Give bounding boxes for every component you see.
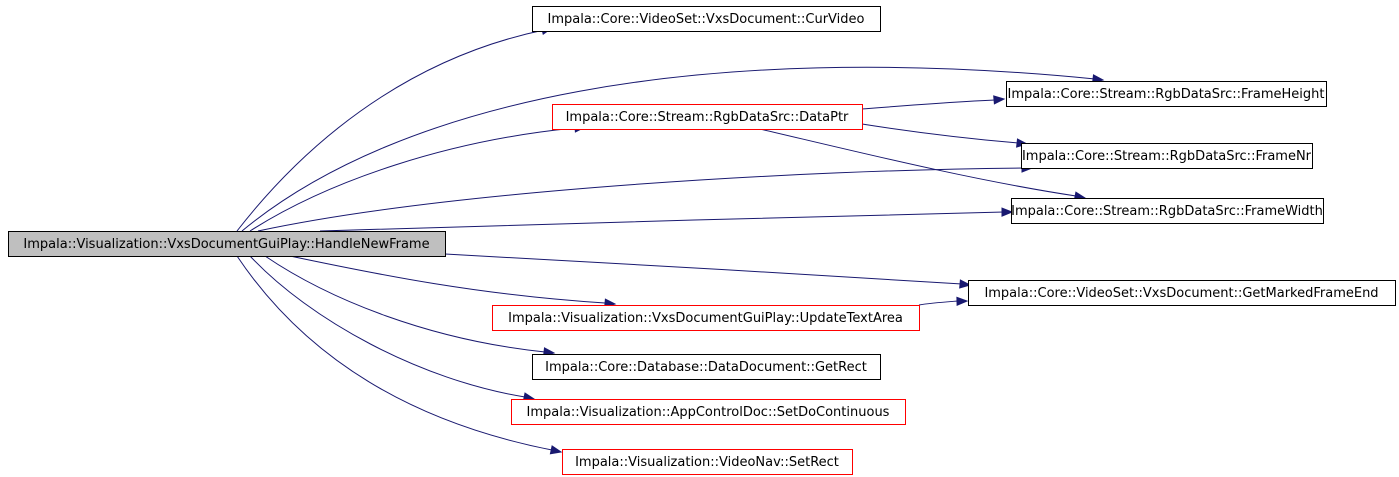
- edge-line: [257, 167, 1025, 232]
- edge-line: [861, 123, 1019, 144]
- node-frame-height[interactable]: Impala::Core::Stream::RgbDataSrc::FrameH…: [1006, 81, 1327, 107]
- node-get-rect[interactable]: Impala::Core::Database::DataDocument::Ge…: [532, 354, 881, 380]
- node-cur-video[interactable]: Impala::Core::VideoSet::VxsDocument::Cur…: [532, 6, 881, 32]
- node-label: Impala::Visualization::VxsDocumentGuiPla…: [508, 311, 903, 326]
- node-label: Impala::Core::VideoSet::VxsDocument::Cur…: [548, 12, 865, 27]
- node-box: [1011, 198, 1324, 224]
- node-label: Impala::Core::Stream::RgbDataSrc::FrameH…: [1008, 87, 1325, 102]
- node-set-do-continuous[interactable]: Impala::Visualization::AppControlDoc::Se…: [511, 399, 906, 425]
- node-box: [532, 6, 881, 32]
- arrowhead: [1001, 207, 1014, 217]
- edge-handle_new_frame-to-set_rect: [236, 255, 563, 455]
- edge-data_ptr-to-frame_nr: [861, 123, 1029, 148]
- node-box: [552, 104, 863, 130]
- node-frame-width[interactable]: Impala::Core::Stream::RgbDataSrc::FrameW…: [1011, 198, 1324, 224]
- nodes-layer: Impala::Visualization::VxsDocumentGuiPla…: [8, 6, 1396, 475]
- node-label: Impala::Core::Stream::RgbDataSrc::FrameN…: [1022, 149, 1312, 164]
- node-label: Impala::Core::Stream::RgbDataSrc::DataPt…: [566, 110, 849, 125]
- node-label: Impala::Core::VideoSet::VxsDocument::Get…: [984, 286, 1378, 301]
- node-box: [532, 354, 881, 380]
- node-handle-new-frame[interactable]: Impala::Visualization::VxsDocumentGuiPla…: [8, 231, 446, 257]
- edge-update_text_area-to-get_marked_frame_end: [918, 296, 969, 307]
- edge-data_ptr-to-frame_height: [861, 95, 1006, 110]
- node-data-ptr[interactable]: Impala::Core::Stream::RgbDataSrc::DataPt…: [552, 104, 863, 130]
- edge-handle_new_frame-to-update_text_area: [289, 255, 617, 308]
- edge-handle_new_frame-to-frame_width: [319, 207, 1014, 232]
- edge-line: [861, 99, 996, 110]
- edge-line: [759, 128, 1077, 197]
- node-label: Impala::Core::Stream::RgbDataSrc::FrameW…: [1011, 204, 1323, 219]
- node-update-text-area[interactable]: Impala::Visualization::VxsDocumentGuiPla…: [492, 305, 920, 331]
- edge-line: [249, 127, 576, 232]
- edge-line: [444, 253, 963, 285]
- node-label: Impala::Visualization::VideoNav::SetRect: [575, 455, 839, 470]
- edge-line: [319, 211, 1005, 232]
- edge-line: [236, 255, 553, 451]
- node-box: [562, 449, 853, 475]
- arrowhead: [549, 445, 563, 455]
- node-label: Impala::Core::Database::DataDocument::Ge…: [545, 360, 867, 375]
- node-box: [492, 305, 920, 331]
- edge-line: [236, 29, 545, 232]
- edge-handle_new_frame-to-frame_height: [241, 66, 1105, 232]
- node-set-rect[interactable]: Impala::Visualization::VideoNav::SetRect: [562, 449, 853, 475]
- edge-line: [264, 255, 546, 353]
- node-box: [1021, 143, 1313, 169]
- edge-line: [249, 255, 526, 398]
- edge-handle_new_frame-to-data_ptr: [249, 123, 587, 232]
- edge-handle_new_frame-to-get_marked_frame_end: [444, 253, 972, 289]
- node-box: [8, 231, 446, 257]
- node-frame-nr[interactable]: Impala::Core::Stream::RgbDataSrc::FrameN…: [1021, 143, 1313, 169]
- node-box: [968, 280, 1396, 306]
- edge-handle_new_frame-to-set_do_continuous: [249, 255, 536, 402]
- node-box: [1006, 81, 1327, 107]
- node-get-marked-frame-end[interactable]: Impala::Core::VideoSet::VxsDocument::Get…: [968, 280, 1396, 306]
- arrowhead: [959, 279, 972, 289]
- node-label: Impala::Visualization::VxsDocumentGuiPla…: [23, 237, 429, 252]
- edge-line: [289, 255, 606, 304]
- node-box: [511, 399, 906, 425]
- arrowhead: [956, 296, 969, 307]
- edge-line: [918, 300, 959, 306]
- edge-line: [241, 66, 1096, 232]
- arrowhead: [993, 95, 1006, 105]
- node-label: Impala::Visualization::AppControlDoc::Se…: [527, 405, 890, 420]
